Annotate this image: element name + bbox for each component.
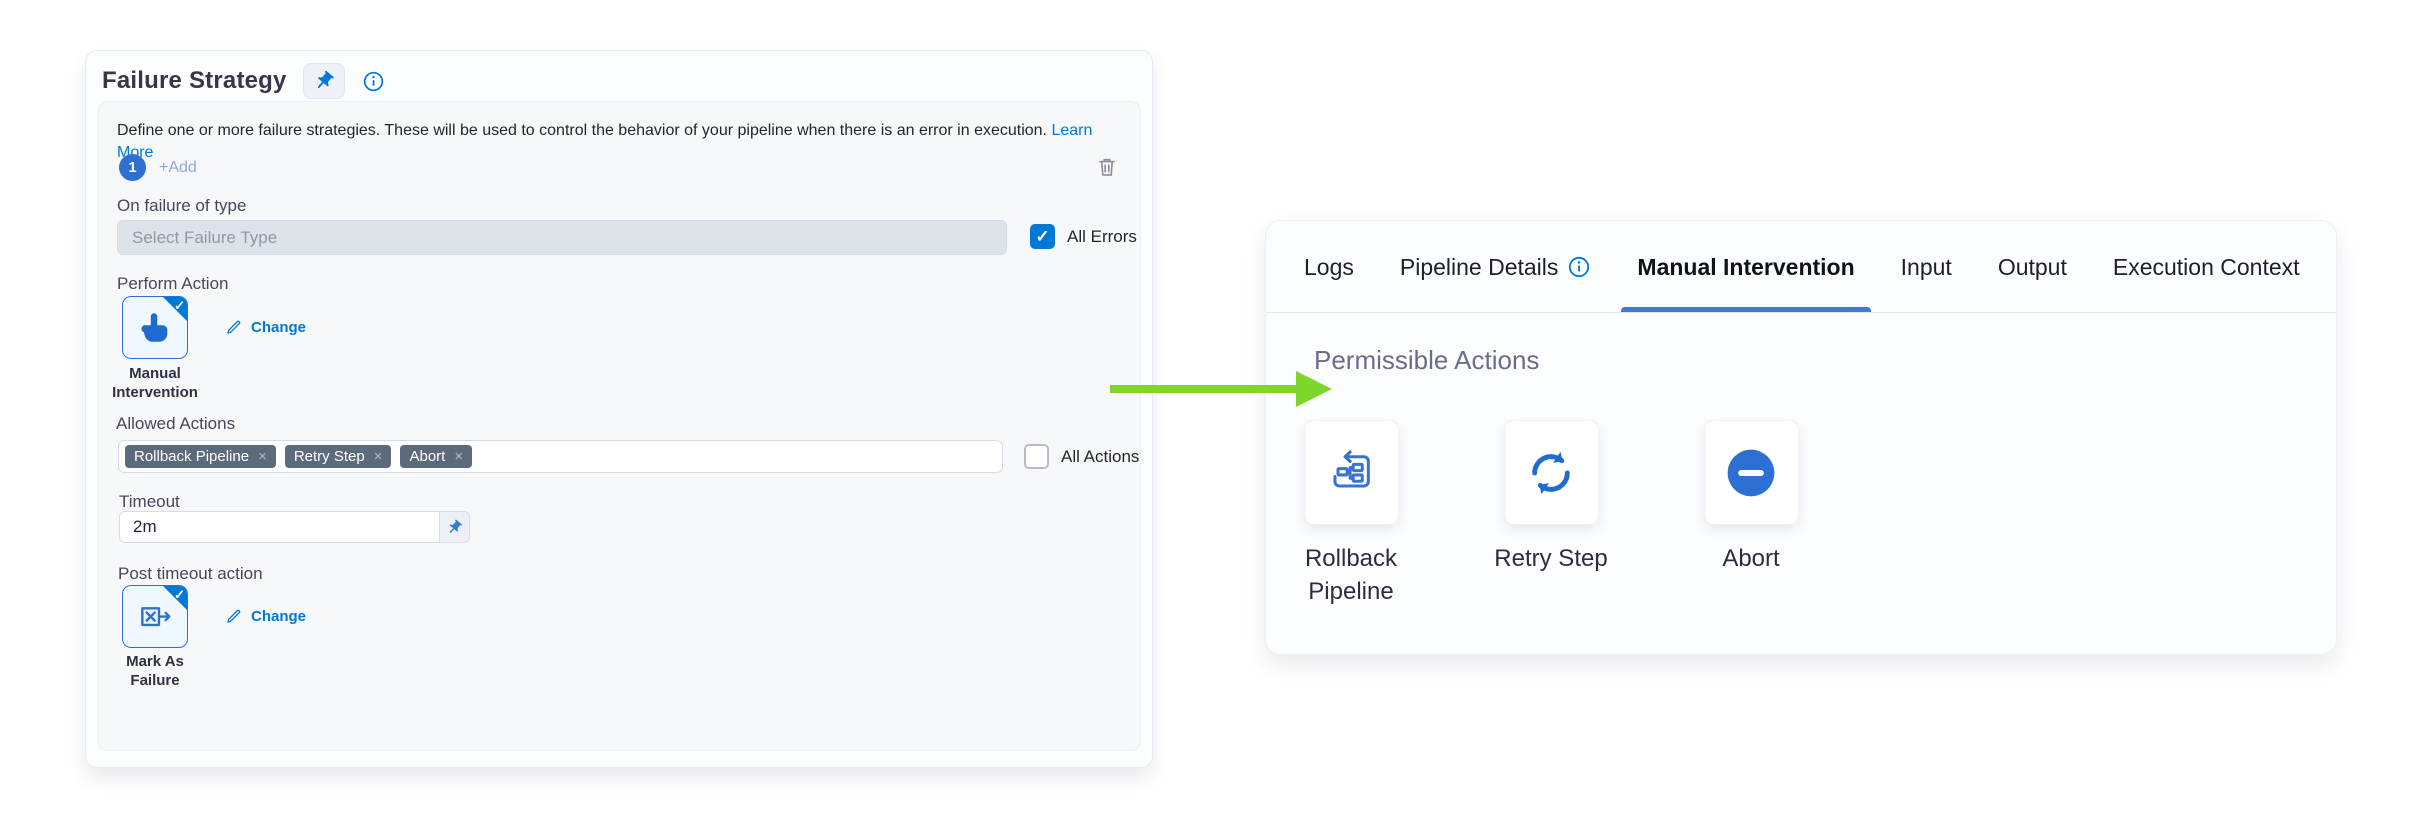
retry-step-button[interactable]: [1504, 420, 1599, 525]
all-actions-checkbox[interactable]: [1024, 444, 1049, 469]
action-label: Abort: [1722, 542, 1779, 575]
tab-input[interactable]: Input: [1901, 221, 1952, 313]
strategy-index-badge[interactable]: 1: [119, 154, 146, 181]
info-circle-icon: [1567, 255, 1591, 279]
tag-abort: Abort ×: [400, 445, 472, 468]
tab-label: Input: [1901, 254, 1952, 281]
checkmark-icon: ✓: [1035, 227, 1049, 247]
post-timeout-value: Mark As Failure: [115, 652, 195, 690]
change-post-timeout-button[interactable]: Change: [225, 607, 306, 625]
pencil-icon: [225, 607, 243, 625]
strategy-form-panel: Define one or more failure strategies. T…: [98, 101, 1141, 751]
selected-check-icon: ✓: [174, 298, 185, 314]
tag-label: Retry Step: [294, 448, 365, 465]
tab-output[interactable]: Output: [1998, 221, 2067, 313]
tab-label: Manual Intervention: [1637, 254, 1854, 281]
action-label: Rollback Pipeline: [1276, 542, 1426, 608]
change-action-button[interactable]: Change: [225, 318, 306, 336]
timeout-input[interactable]: [119, 511, 439, 543]
pushpin-icon: [313, 70, 335, 92]
all-errors-label: All Errors: [1067, 227, 1137, 247]
allowed-actions-input[interactable]: Rollback Pipeline × Retry Step × Abort ×: [118, 440, 1003, 473]
remove-tag-icon[interactable]: ×: [258, 448, 267, 465]
failure-type-label: On failure of type: [117, 196, 246, 216]
failure-strategy-panel: Failure Strategy Define one or more fail…: [85, 50, 1153, 768]
failure-strategy-header: Failure Strategy: [86, 51, 1152, 99]
all-actions-label: All Actions: [1061, 447, 1139, 467]
tab-logs[interactable]: Logs: [1304, 221, 1354, 313]
pencil-icon: [225, 318, 243, 336]
action-abort: Abort: [1676, 420, 1826, 608]
tab-label: Output: [1998, 254, 2067, 281]
allowed-actions-label: Allowed Actions: [116, 414, 235, 434]
abort-minus-circle-icon: [1723, 445, 1779, 501]
retry-circular-arrows-icon: [1523, 445, 1579, 501]
permissible-actions-row: Rollback Pipeline Retry Step Abort: [1276, 420, 1826, 608]
failure-type-input[interactable]: [117, 220, 1007, 255]
perform-action-label: Perform Action: [117, 274, 229, 294]
tabs-divider: [1266, 312, 2336, 313]
remove-tag-icon[interactable]: ×: [454, 448, 463, 465]
manual-intervention-card[interactable]: ✓: [122, 296, 188, 359]
change-label: Change: [251, 319, 306, 336]
all-actions-checkbox-row: All Actions: [1024, 444, 1139, 469]
change-label: Change: [251, 608, 306, 625]
rollback-pipeline-button[interactable]: [1304, 420, 1399, 525]
tab-manual-intervention[interactable]: Manual Intervention: [1637, 221, 1854, 313]
pin-button[interactable]: [303, 63, 345, 99]
execution-detail-panel: Logs Pipeline Details Manual Interventio…: [1265, 220, 2337, 655]
mark-as-failure-card[interactable]: ✓: [122, 585, 188, 648]
tab-label: Execution Context: [2113, 254, 2300, 281]
all-errors-checkbox[interactable]: ✓: [1030, 224, 1055, 249]
timeout-pin-button[interactable]: [439, 511, 470, 543]
perform-action-value: Manual Intervention: [99, 364, 211, 402]
add-strategy-button[interactable]: +Add: [159, 159, 197, 177]
tab-execution-context[interactable]: Execution Context: [2113, 221, 2300, 313]
permissible-actions-heading: Permissible Actions: [1314, 345, 1539, 376]
panel-title: Failure Strategy: [102, 67, 287, 95]
tag-label: Abort: [409, 448, 445, 465]
description-text: Define one or more failure strategies. T…: [117, 122, 1047, 139]
action-rollback-pipeline: Rollback Pipeline: [1276, 420, 1426, 608]
all-errors-checkbox-row: ✓ All Errors: [1030, 224, 1137, 249]
tab-label: Pipeline Details: [1400, 254, 1559, 281]
delete-strategy-button[interactable]: [1094, 154, 1120, 180]
detail-tabs: Logs Pipeline Details Manual Interventio…: [1304, 221, 2300, 313]
pushpin-icon: [446, 519, 463, 536]
tab-pipeline-details[interactable]: Pipeline Details: [1400, 221, 1592, 313]
trash-icon: [1094, 154, 1120, 180]
rollback-pipeline-icon: [1325, 447, 1377, 499]
tag-retry-step: Retry Step ×: [285, 445, 392, 468]
timeout-label: Timeout: [119, 492, 180, 512]
title-info-button[interactable]: [361, 68, 387, 94]
tab-label: Logs: [1304, 254, 1354, 281]
info-circle-icon: [362, 70, 385, 93]
green-arrow-right-icon: [1110, 368, 1332, 410]
selected-check-icon: ✓: [174, 587, 185, 603]
abort-button[interactable]: [1704, 420, 1799, 525]
tag-label: Rollback Pipeline: [134, 448, 249, 465]
post-timeout-label: Post timeout action: [118, 564, 263, 584]
action-retry-step: Retry Step: [1476, 420, 1626, 608]
remove-tag-icon[interactable]: ×: [374, 448, 383, 465]
strategy-description: Define one or more failure strategies. T…: [117, 120, 1097, 164]
timeout-input-group: [119, 511, 470, 543]
tag-rollback-pipeline: Rollback Pipeline ×: [125, 445, 276, 468]
action-label: Retry Step: [1494, 542, 1607, 575]
